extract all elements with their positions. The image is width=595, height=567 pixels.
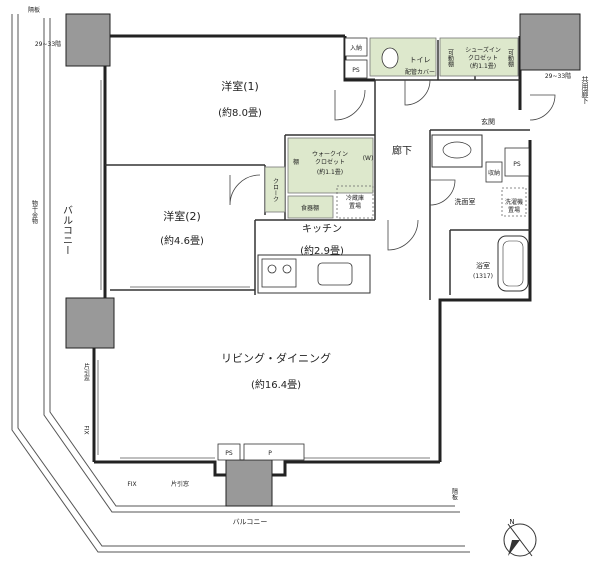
note-partition-right: 隔板 bbox=[451, 487, 458, 501]
p-box-balcony bbox=[243, 443, 305, 461]
room-label-western-1: 洋室(1) bbox=[221, 79, 259, 93]
window-lines bbox=[97, 80, 430, 459]
note-north: N bbox=[509, 518, 514, 526]
note-drying-hardware: 物干金物 bbox=[31, 199, 38, 225]
dashed-boxes bbox=[336, 185, 527, 219]
note-floors-right: 29~33階 bbox=[545, 72, 571, 80]
fixture-ps-right: PS bbox=[513, 161, 521, 168]
room-area-walk-in-closet: (約1.1畳) bbox=[317, 168, 343, 176]
column-mid-left bbox=[65, 297, 115, 349]
room-label-western-2: 洋室(2) bbox=[163, 209, 201, 223]
fixture-ps-balcony: PS bbox=[225, 450, 233, 457]
bathtub-inner bbox=[502, 240, 524, 287]
closet-shelf-label: 棚 bbox=[293, 158, 299, 166]
room-label-living-dining: リビング・ダイニング bbox=[221, 351, 331, 365]
room-label-entrance: 玄関 bbox=[481, 117, 495, 126]
storage-green-areas bbox=[264, 37, 519, 219]
room-label-hallway: 廊下 bbox=[392, 144, 412, 157]
fixture-cloak: クローク bbox=[272, 178, 279, 202]
fixture-ps-top: PS bbox=[352, 67, 360, 74]
room-label-toilet: トイレ bbox=[410, 56, 431, 64]
fixture-fridge: 冷蔵庫置場 bbox=[346, 194, 364, 210]
stove bbox=[261, 258, 297, 288]
bathtub bbox=[497, 235, 529, 292]
room-label-washroom: 洗面室 bbox=[455, 197, 476, 206]
note-shared-hallway: 共用廊下 bbox=[581, 75, 589, 105]
door-swings bbox=[229, 79, 556, 251]
fixture-storage: 入納 bbox=[350, 44, 362, 52]
stove-burner-icon bbox=[267, 264, 277, 274]
note-sliding-window-1: 片引窓 bbox=[83, 362, 90, 381]
fixture-washer: 洗濯機置場 bbox=[505, 198, 523, 214]
balcony-outline bbox=[11, 14, 470, 553]
fixture-storage-small: 収納 bbox=[488, 169, 500, 177]
note-partition-left: 隔板 bbox=[28, 6, 40, 14]
room-area-western-1: (約8.0畳) bbox=[218, 106, 262, 119]
storage-small-box bbox=[485, 161, 503, 183]
note-floors-left: 29~33階 bbox=[35, 40, 61, 48]
room-area-western-2: (約4.6畳) bbox=[160, 234, 204, 247]
column-top-left bbox=[65, 13, 111, 67]
ps-box-top bbox=[344, 59, 368, 79]
fixture-pantry: 食器棚 bbox=[301, 204, 319, 212]
toilet-bowl bbox=[381, 47, 399, 69]
room-label-shoes-in-closet: シューズインクロゼット bbox=[465, 46, 501, 62]
closet-w-label: (W) bbox=[363, 155, 374, 162]
column-balcony bbox=[225, 459, 273, 507]
room-label-kitchen: キッチン bbox=[302, 223, 342, 235]
column-top-right bbox=[519, 13, 581, 71]
room-label-bathroom: 浴室 bbox=[476, 261, 490, 270]
balcony-label-west: バルコニー bbox=[61, 205, 73, 255]
stove-burner-icon bbox=[282, 264, 292, 274]
washbasin-bowl bbox=[442, 141, 472, 159]
note-fix-1: FIX bbox=[83, 425, 90, 434]
toilet-pipe-cover: 配管カバー bbox=[405, 68, 435, 76]
fixture-movable-shelf-right: 可動棚 bbox=[507, 49, 514, 68]
storage-box bbox=[344, 37, 368, 57]
room-label-walk-in-closet: ウォークインクロゼット bbox=[312, 150, 348, 166]
note-fix-2: FIX bbox=[127, 481, 136, 488]
balcony-label-south: バルコニー bbox=[233, 518, 268, 526]
note-sliding-window-2: 片引窓 bbox=[171, 480, 189, 488]
room-size-bathroom: (1317) bbox=[473, 273, 493, 280]
fixture-movable-shelf-left: 可動棚 bbox=[447, 49, 454, 68]
ps-box-balcony bbox=[217, 443, 241, 461]
kitchen-sink bbox=[317, 262, 353, 286]
compass-icon bbox=[503, 523, 537, 557]
fixture-p-balcony: P bbox=[268, 450, 272, 457]
room-area-living-dining: (約16.4畳) bbox=[251, 378, 301, 391]
ps-box-right bbox=[504, 147, 530, 177]
room-area-shoes-in-closet: (約1.1畳) bbox=[470, 62, 496, 70]
room-area-kitchen: (約2.9畳) bbox=[300, 244, 344, 257]
washbasin bbox=[431, 134, 483, 168]
